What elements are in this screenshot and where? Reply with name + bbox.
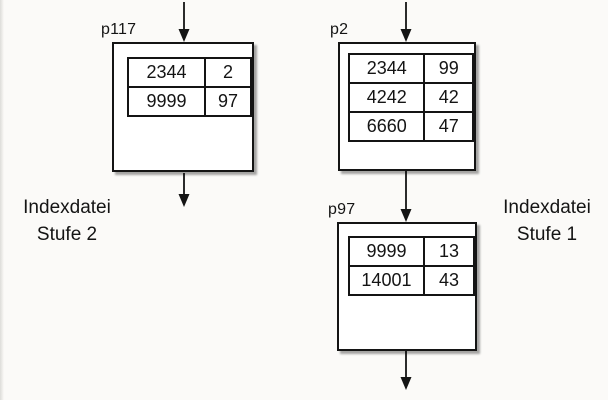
- arrow-out-of-p117: [178, 173, 190, 207]
- table-row: 14001 43: [348, 265, 476, 296]
- caption-line: Stufe 2: [36, 224, 98, 245]
- p117-table: 2344 2 9999 97: [127, 57, 253, 117]
- node-p97: 9999 13 14001 43: [337, 222, 477, 351]
- node-label-p117: p117: [101, 21, 137, 38]
- key-cell: 14001: [348, 265, 425, 296]
- value-cell: 47: [423, 111, 474, 142]
- value-cell: 99: [423, 53, 474, 84]
- table-row: 6660 47: [347, 111, 474, 142]
- key-cell: 6660: [347, 111, 426, 142]
- caption-indexdatei-stufe-1: Indexdatei Stufe 1: [487, 194, 607, 248]
- value-cell: 42: [423, 82, 474, 113]
- p97-table: 9999 13 14001 43: [348, 236, 476, 296]
- node-label-p2: p2: [330, 21, 349, 38]
- table-row: 9999 13: [348, 236, 476, 267]
- p2-table: 2344 99 4242 42 6660 47: [347, 53, 474, 142]
- caption-line: Indexdatei: [23, 197, 111, 218]
- arrow-into-p2: [400, 2, 412, 42]
- value-cell: 97: [203, 86, 253, 117]
- node-p117: 2344 2 9999 97: [112, 42, 254, 172]
- arrow-p2-to-p97: [400, 171, 412, 222]
- node-label-p97: p97: [328, 201, 356, 218]
- value-cell: 13: [422, 236, 476, 267]
- caption-line: Indexdatei: [503, 197, 591, 218]
- table-row: 2344 99: [347, 53, 474, 84]
- key-cell: 2344: [127, 57, 206, 88]
- caption-indexdatei-stufe-2: Indexdatei Stufe 2: [8, 194, 126, 248]
- table-row: 4242 42: [347, 82, 474, 113]
- key-cell: 2344: [347, 53, 426, 84]
- caption-line: Stufe 1: [516, 224, 578, 245]
- key-cell: 4242: [347, 82, 426, 113]
- table-row: 9999 97: [127, 86, 253, 117]
- table-row: 2344 2: [127, 57, 253, 88]
- value-cell: 2: [203, 57, 253, 88]
- node-p2: 2344 99 4242 42 6660 47: [338, 42, 476, 171]
- arrow-out-of-p97: [400, 351, 412, 390]
- arrow-into-p117: [178, 2, 190, 42]
- key-cell: 9999: [127, 86, 206, 117]
- left-edge-shade: [0, 0, 4, 400]
- key-cell: 9999: [348, 236, 425, 267]
- value-cell: 43: [422, 265, 476, 296]
